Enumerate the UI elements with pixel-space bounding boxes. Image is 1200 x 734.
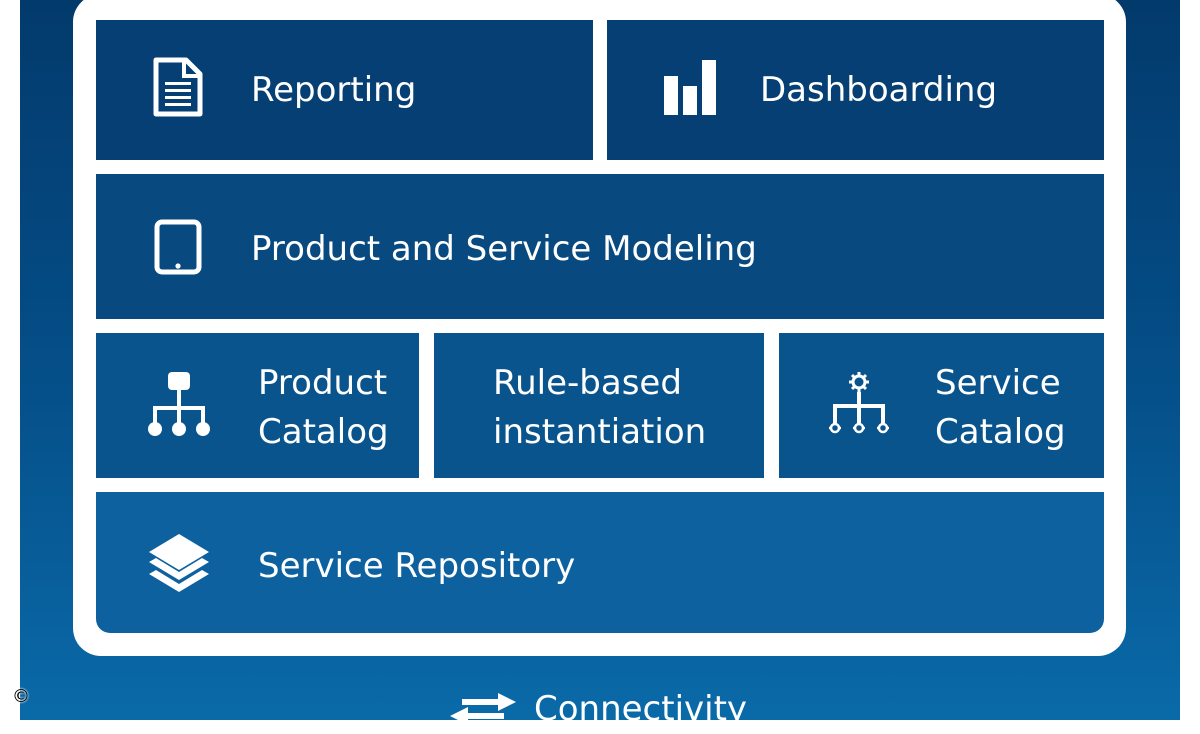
product-catalog-label: Product Catalog (258, 359, 389, 457)
rule-based-line2: instantiation (493, 412, 707, 452)
product-catalog-tile: Product Catalog (96, 333, 419, 478)
service-catalog-tile: Service Catalog (779, 333, 1104, 478)
rule-based-line1: Rule-based (493, 363, 682, 403)
modeling-tile: Product and Service Modeling (96, 174, 1104, 319)
tablet-icon (154, 219, 202, 275)
document-icon (153, 57, 203, 117)
rule-based-label: Rule-based instantiation (493, 359, 706, 457)
service-catalog-line2: Catalog (935, 412, 1066, 452)
connectivity-label: Connectivity (534, 689, 748, 729)
product-catalog-line2: Catalog (258, 412, 389, 452)
service-catalog-label: Service Catalog (935, 359, 1066, 457)
reporting-tile: Reporting (96, 20, 593, 160)
rule-based-tile: Rule-based instantiation (434, 333, 764, 478)
reporting-label: Reporting (251, 70, 417, 110)
modeling-label: Product and Service Modeling (251, 229, 757, 269)
service-repository-tile: Service Repository (96, 492, 1104, 633)
exchange-arrows-icon (450, 693, 516, 725)
product-catalog-line1: Product (258, 363, 388, 403)
dashboarding-label: Dashboarding (760, 70, 998, 110)
bar-chart-icon (664, 60, 716, 115)
gear-hierarchy-icon (829, 372, 889, 434)
dashboarding-tile: Dashboarding (607, 20, 1104, 160)
service-catalog-line1: Service (935, 363, 1061, 403)
service-repository-label: Service Repository (258, 546, 576, 586)
connectivity-row: Connectivity (448, 684, 747, 734)
hierarchy-icon (148, 372, 210, 436)
layers-icon (149, 534, 209, 592)
copyright-symbol: © (12, 686, 30, 707)
